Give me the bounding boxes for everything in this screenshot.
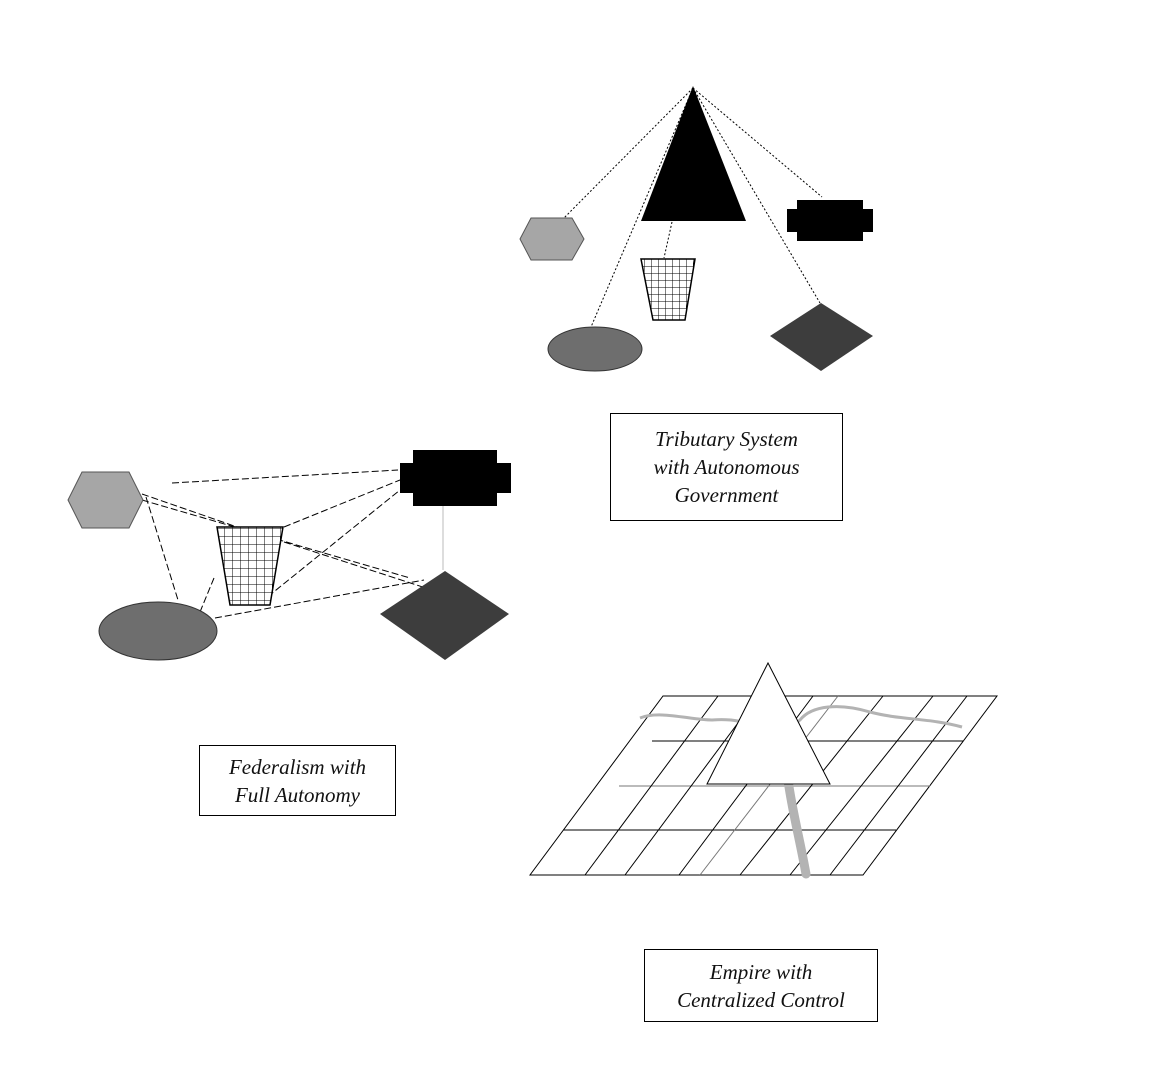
tributary-connection-lines — [559, 87, 823, 328]
diamond-shape — [770, 303, 873, 371]
tributary-system-diagram — [519, 86, 873, 372]
empire-label-line2: Centralized Control — [677, 987, 845, 1012]
rectangle-notched-shape — [787, 200, 873, 241]
empire-label: Empire with Centralized Control — [644, 949, 878, 1022]
federalism-diagram — [67, 450, 511, 661]
federalism-label-line2: Full Autonomy — [234, 782, 360, 807]
empire-diagram — [529, 661, 998, 879]
empire-grid-plane — [529, 695, 998, 876]
fed-diamond-shape — [380, 571, 509, 660]
federalism-label: Federalism with Full Autonomy — [199, 745, 396, 816]
federalism-label-line1: Federalism with — [228, 754, 367, 779]
ellipse-shape — [547, 326, 643, 372]
fed-hexagon-shape — [67, 471, 144, 529]
tributary-system-label: Tributary System with Autonomous Governm… — [610, 413, 843, 521]
federalism-connection-lines — [141, 469, 433, 619]
empire-label-line1: Empire with — [709, 959, 813, 984]
fed-rectangle-notched-shape — [400, 450, 511, 506]
fed-ellipse-shape — [98, 601, 218, 661]
grid-trapezoid-shape — [640, 258, 696, 321]
central-triangle — [641, 86, 746, 221]
tributary-label-line3: Government — [674, 483, 779, 507]
tributary-label-line1: Tributary System — [655, 427, 798, 451]
hexagon-shape — [519, 217, 585, 261]
tributary-label-line2: with Autonomous — [653, 455, 800, 479]
empire-central-triangle — [706, 661, 831, 785]
empire-control-path — [783, 775, 811, 879]
fed-grid-trapezoid-shape — [216, 526, 284, 606]
